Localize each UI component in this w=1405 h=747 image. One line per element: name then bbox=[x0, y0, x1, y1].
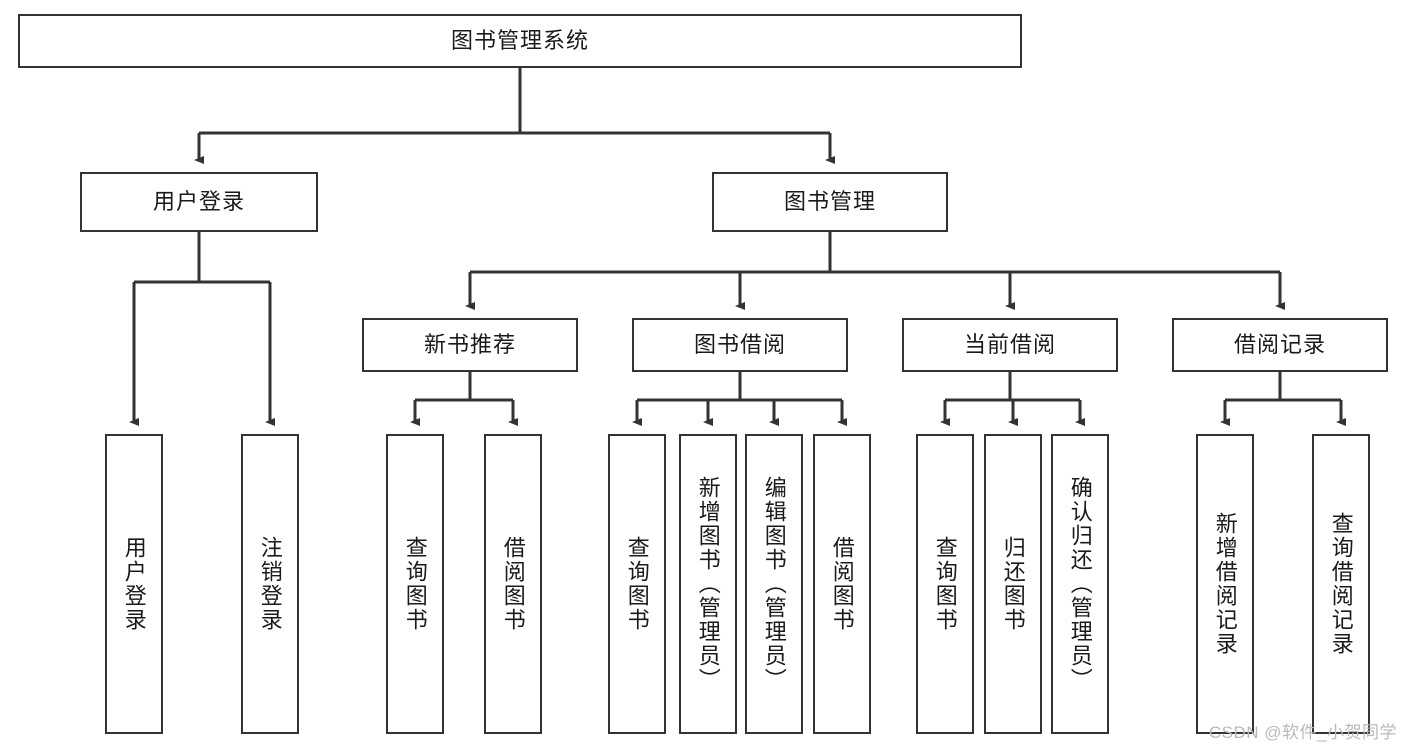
node-label: 查询图书 bbox=[402, 536, 428, 632]
node-label: 编辑图书（管理员） bbox=[761, 476, 787, 692]
node-label: 注销登录 bbox=[257, 536, 283, 632]
node-borrow-record[interactable]: 借阅记录 bbox=[1172, 318, 1388, 372]
node-label: 新增借阅记录 bbox=[1212, 512, 1238, 656]
node-leaf-add-record[interactable]: 新增借阅记录 bbox=[1196, 434, 1254, 734]
node-label: 归还图书 bbox=[1000, 536, 1026, 632]
node-label: 用户登录 bbox=[121, 536, 147, 632]
node-label: 查询借阅记录 bbox=[1328, 512, 1354, 656]
node-label: 确认归还（管理员） bbox=[1067, 476, 1093, 692]
node-book-manage[interactable]: 图书管理 bbox=[712, 172, 948, 232]
node-current-borrow[interactable]: 当前借阅 bbox=[902, 318, 1118, 372]
node-leaf-return-book[interactable]: 归还图书 bbox=[984, 434, 1042, 734]
node-leaf-add-book[interactable]: 新增图书（管理员） bbox=[679, 434, 737, 734]
node-leaf-borrow-book-1[interactable]: 借阅图书 bbox=[484, 434, 542, 734]
node-label: 借阅图书 bbox=[500, 536, 526, 632]
node-new-book-recommend[interactable]: 新书推荐 bbox=[362, 318, 578, 372]
node-root-system[interactable]: 图书管理系统 bbox=[18, 14, 1022, 68]
node-leaf-query-book-2[interactable]: 查询图书 bbox=[608, 434, 666, 734]
node-leaf-query-book-1[interactable]: 查询图书 bbox=[386, 434, 444, 734]
node-label: 借阅图书 bbox=[829, 536, 855, 632]
node-leaf-user-login[interactable]: 用户登录 bbox=[105, 434, 163, 734]
node-leaf-edit-book[interactable]: 编辑图书（管理员） bbox=[745, 434, 803, 734]
node-leaf-query-record[interactable]: 查询借阅记录 bbox=[1312, 434, 1370, 734]
node-leaf-confirm-return[interactable]: 确认归还（管理员） bbox=[1051, 434, 1109, 734]
node-label: 新增图书（管理员） bbox=[695, 476, 721, 692]
watermark-text: CSDN @软件_小贺同学 bbox=[1208, 723, 1397, 742]
node-label: 查询图书 bbox=[932, 536, 958, 632]
node-book-borrow[interactable]: 图书借阅 bbox=[632, 318, 848, 372]
node-label: 查询图书 bbox=[624, 536, 650, 632]
node-leaf-borrow-book-2[interactable]: 借阅图书 bbox=[813, 434, 871, 734]
node-leaf-query-book-3[interactable]: 查询图书 bbox=[916, 434, 974, 734]
node-user-login[interactable]: 用户登录 bbox=[80, 172, 318, 232]
node-leaf-logout[interactable]: 注销登录 bbox=[241, 434, 299, 734]
